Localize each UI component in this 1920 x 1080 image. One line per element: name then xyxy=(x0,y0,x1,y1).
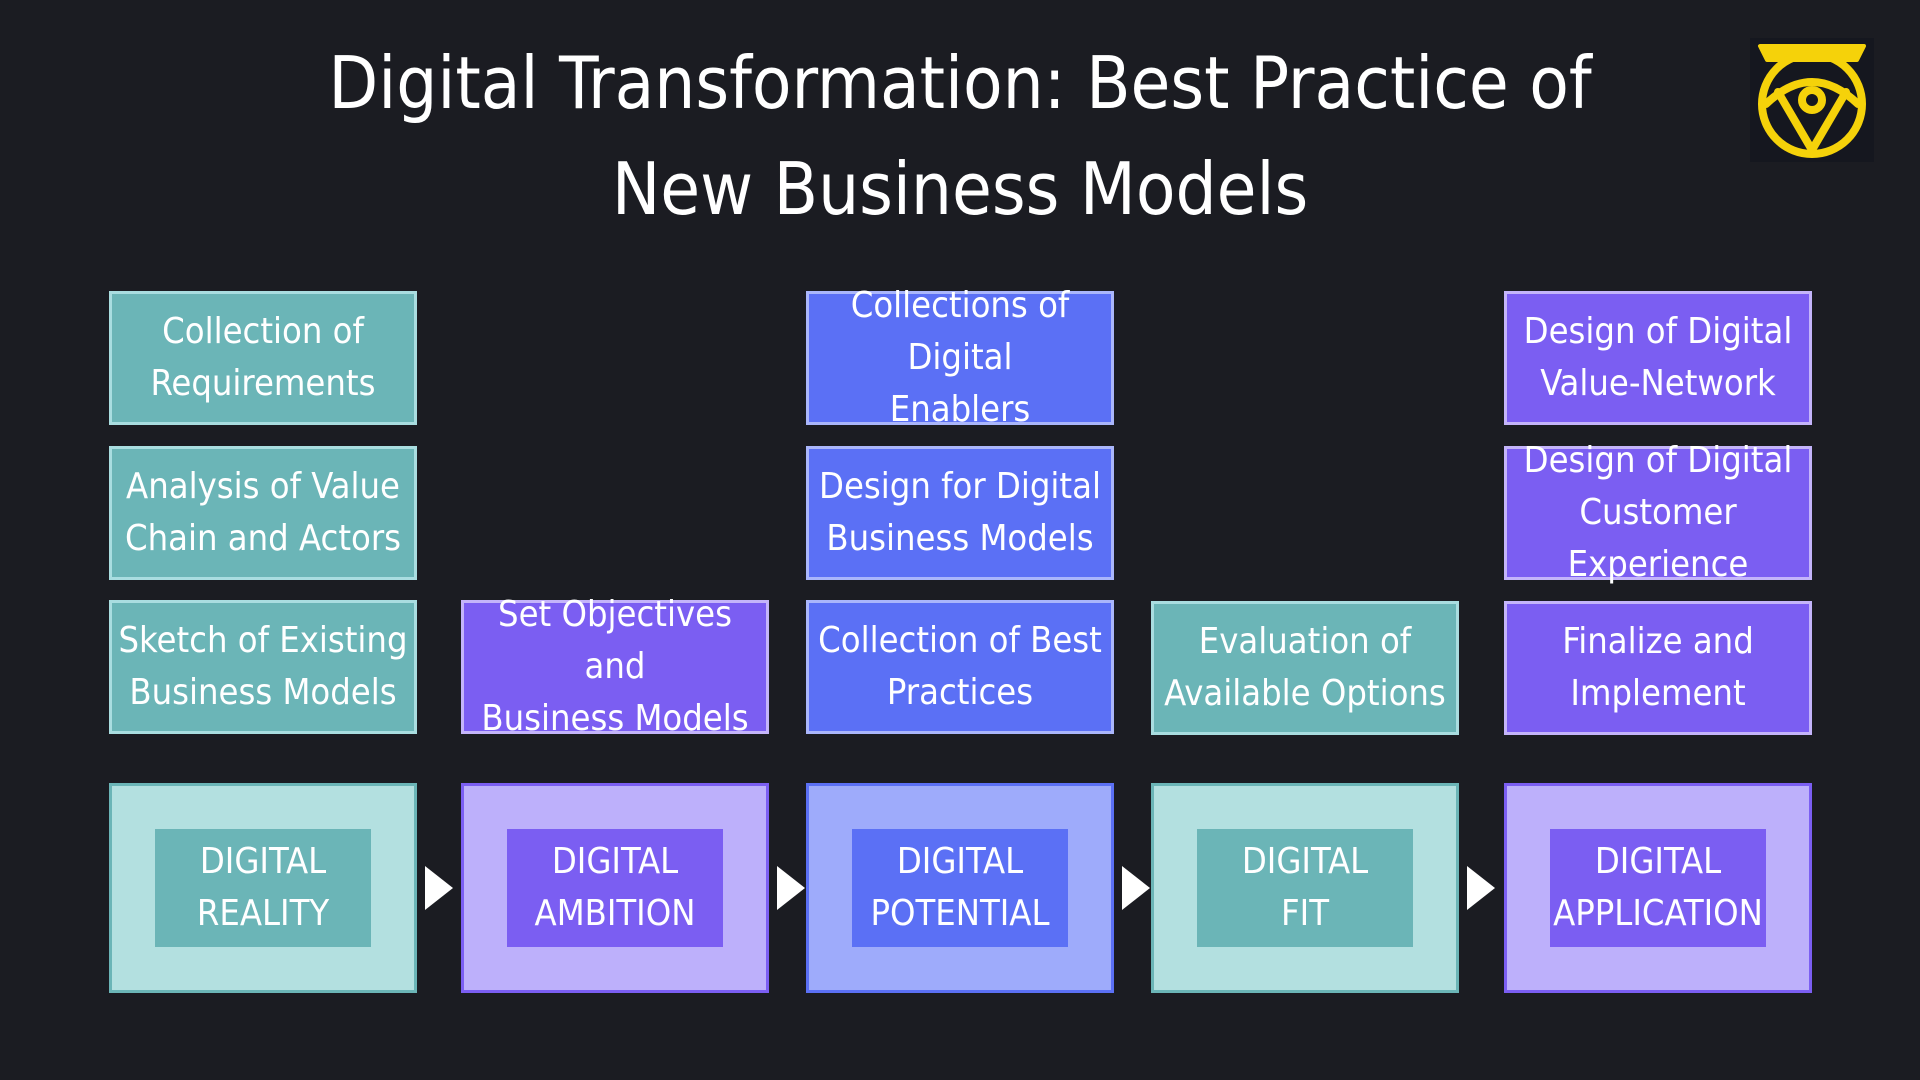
logo xyxy=(1750,38,1874,162)
arrow-right-icon xyxy=(777,866,805,910)
arrow-right-icon xyxy=(1467,866,1495,910)
arrow-right-icon xyxy=(1122,866,1150,910)
title-line-1: Digital Transformation: Best Practice of xyxy=(328,41,1592,125)
arrow-right-icon xyxy=(425,866,453,910)
page-title: Digital Transformation: Best Practice of… xyxy=(260,30,1660,242)
eye-shield-icon xyxy=(1758,44,1866,158)
title-line-2: New Business Models xyxy=(611,147,1309,231)
